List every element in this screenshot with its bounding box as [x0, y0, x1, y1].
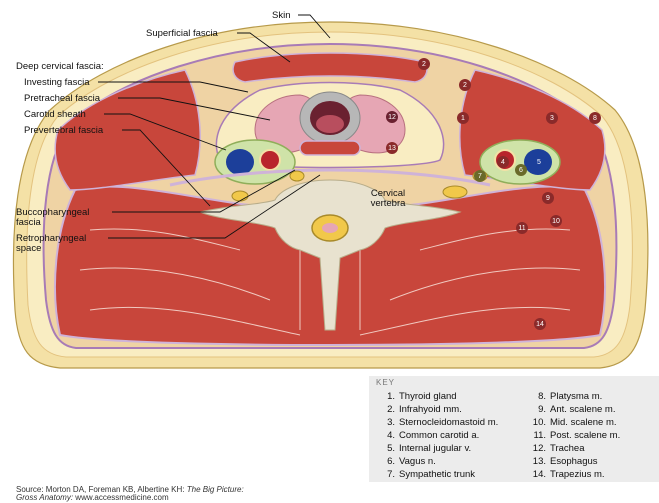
key-item: 14.Trapezius m.	[530, 469, 605, 480]
left-nerve-root	[232, 191, 248, 201]
marker-14-text: 14	[536, 321, 544, 328]
source-url: www.accessmedicine.com	[75, 493, 168, 502]
marker-5-text: 5	[537, 159, 541, 166]
label-deep-cervical-fascia: Deep cervical fascia:	[16, 61, 104, 72]
key-item: 6.Vagus n.	[379, 456, 436, 467]
marker-4-text: 4	[501, 159, 505, 166]
marker-1-text: 1	[461, 115, 465, 122]
marker-9-text: 9	[546, 195, 550, 202]
label-carotid-sheath: Carotid sheath	[24, 109, 86, 120]
key-item: 5.Internal jugular v.	[379, 443, 471, 454]
marker-8-text: 8	[593, 115, 597, 122]
label-retropharyngeal-2: space	[16, 243, 41, 254]
right-nerve-root	[443, 186, 467, 198]
marker-13-text: 13	[388, 145, 396, 152]
key-item: 12.Trachea	[530, 443, 585, 454]
marker-10-text: 10	[552, 218, 560, 225]
marker-3-text: 3	[550, 115, 554, 122]
label-superficial-fascia: Superficial fascia	[146, 28, 218, 39]
vagus-nerve	[290, 171, 304, 181]
label-investing-fascia: Investing fascia	[24, 77, 89, 88]
marker-6-text: 6	[519, 167, 523, 174]
trachea-mucosa	[316, 115, 344, 133]
spinal-cord-gray-matter	[322, 223, 338, 233]
key-item: 7.Sympathetic trunk	[379, 469, 475, 480]
left-common-carotid-artery	[260, 150, 280, 170]
key-item: 10.Mid. scalene m.	[530, 417, 617, 428]
source-credit: Source: Morton DA, Foreman KB, Albertine…	[16, 486, 244, 502]
label-skin: Skin	[272, 10, 290, 21]
key-item: 13.Esophagus	[530, 456, 598, 467]
left-internal-jugular-vein	[226, 149, 254, 175]
label-pretracheal-fascia: Pretracheal fascia	[24, 93, 100, 104]
label-buccopharyngeal-2: fascia	[16, 217, 41, 228]
key-item: 4.Common carotid a.	[379, 430, 479, 441]
esophagus	[300, 141, 360, 155]
label-prevertebral-fascia: Prevertebral fascia	[24, 125, 103, 136]
marker-12-text: 12	[388, 114, 396, 121]
key-item: 9.Ant. scalene m.	[530, 404, 615, 415]
marker-2b-text: 2	[463, 82, 467, 89]
label-vertebra: vertebra	[366, 198, 410, 209]
key-title: KEY	[376, 378, 395, 387]
key-item: 2.Infrahyoid mm.	[379, 404, 462, 415]
key-item: 3.Sternocleidomastoid m.	[379, 417, 498, 428]
key-item: 1.Thyroid gland	[379, 391, 457, 402]
key-item: 8.Platysma m.	[530, 391, 602, 402]
marker-11-text: 11	[518, 225, 525, 232]
marker-2-text: 2	[422, 61, 426, 68]
marker-7-text: 7	[478, 173, 482, 180]
key-item: 11.Post. scalene m.	[530, 430, 620, 441]
